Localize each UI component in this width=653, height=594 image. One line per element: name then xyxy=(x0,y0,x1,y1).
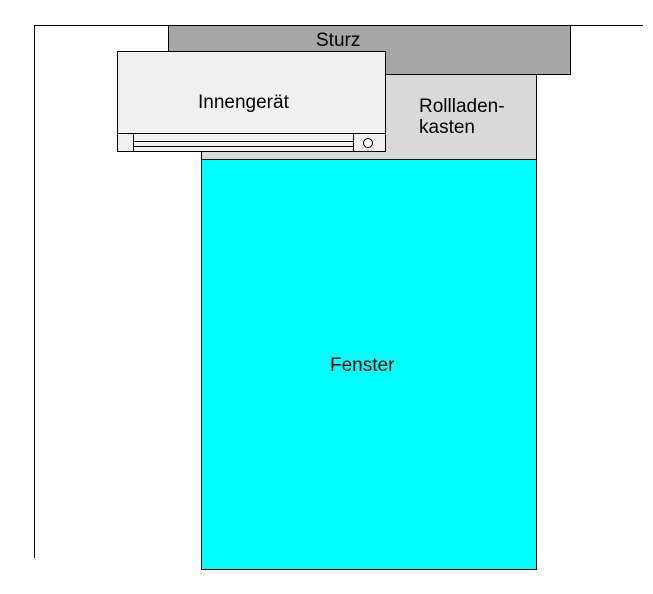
innengeraet-louver-line-bottom xyxy=(134,146,353,147)
fenster-label: Fenster xyxy=(330,355,395,376)
innengeraet-unit xyxy=(117,51,386,152)
fenster-block xyxy=(201,159,537,570)
rollladenkasten-label-line1: Rollladen- xyxy=(419,96,505,117)
innengeraet-outlet-panel xyxy=(117,133,386,152)
sturz-label: Sturz xyxy=(316,30,361,51)
innengeraet-outlet-divider-right xyxy=(353,134,354,152)
rollladenkasten-label-line2: kasten xyxy=(419,117,475,138)
innengeraet-indicator-icon xyxy=(363,138,373,148)
innengeraet-label: Innengerät xyxy=(198,92,289,113)
innengeraet-outlet-divider-left xyxy=(133,134,134,152)
rollladenkasten-label: Rollladen- kasten xyxy=(419,96,539,138)
innengeraet-louver-line-top xyxy=(134,141,353,142)
wall-top-line-right xyxy=(570,25,643,26)
wall-top-line-left xyxy=(34,25,168,26)
wall-left-line xyxy=(34,25,35,558)
